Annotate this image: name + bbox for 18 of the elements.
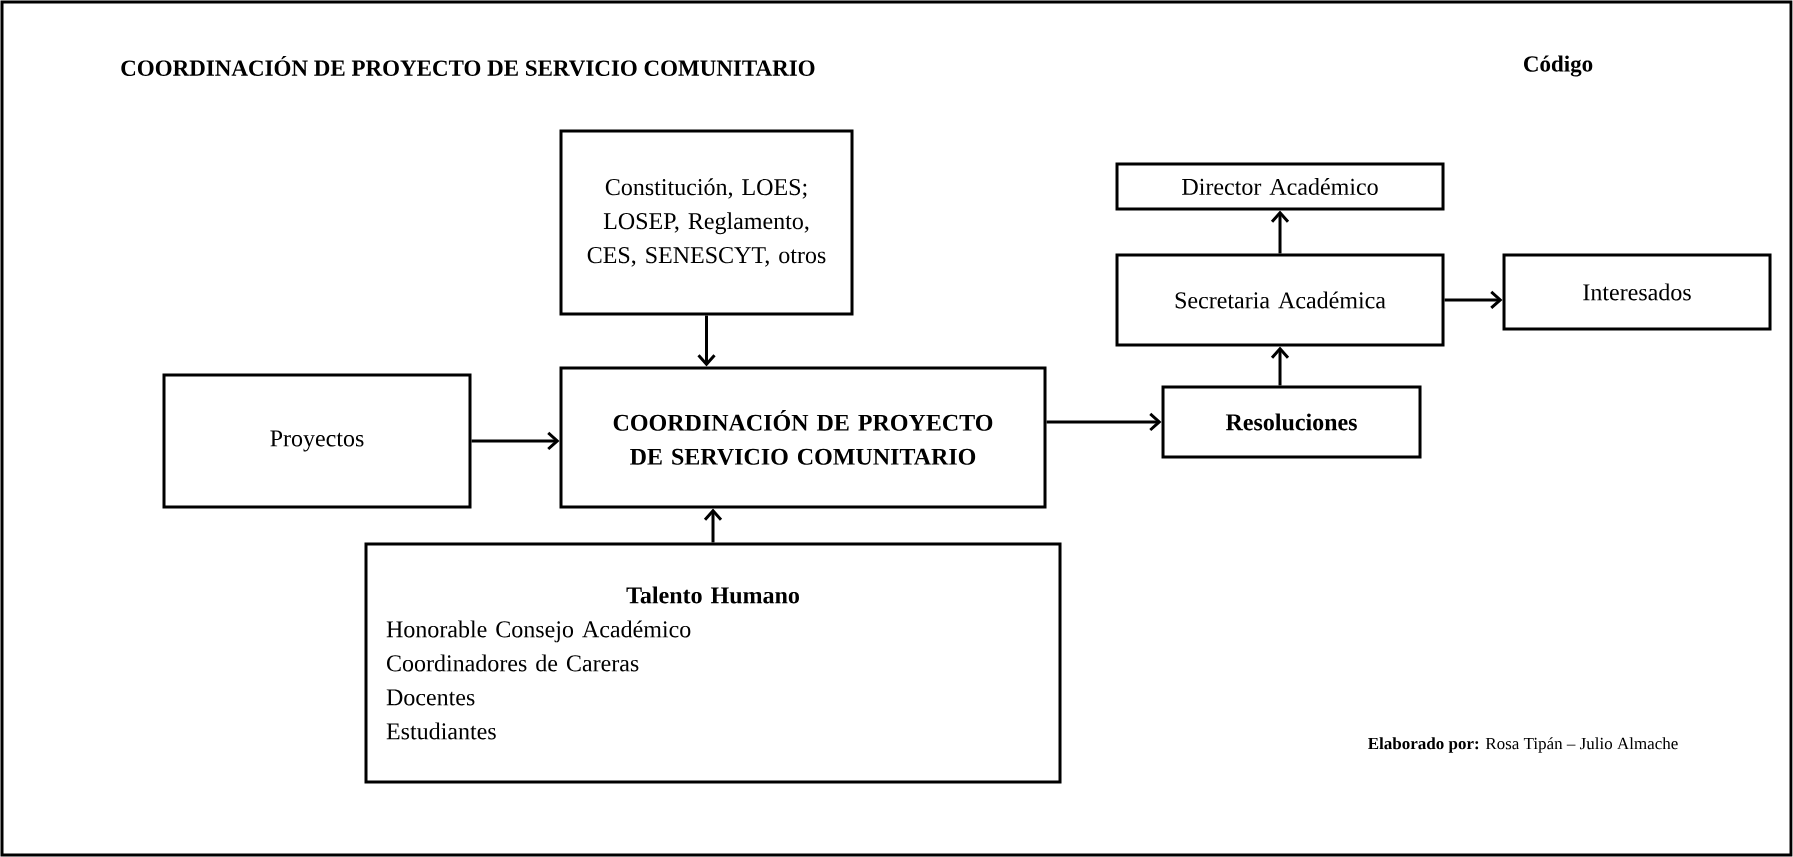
process-box: Director Académico	[1115, 162, 1445, 211]
process-box: Interesados	[1502, 253, 1772, 331]
arrow	[1270, 210, 1290, 254]
process-box: COORDINACIÓN DE PROYECTO DE SERVICIO COMUNITARIO	[559, 366, 1047, 509]
arrow	[1270, 346, 1290, 386]
arrow	[1046, 412, 1162, 432]
arrow	[471, 431, 560, 451]
arrow	[697, 315, 716, 367]
process-box: Proyectos	[162, 373, 472, 509]
arrow	[703, 508, 723, 543]
process-box: Resoluciones	[1161, 385, 1422, 459]
title: COORDINACIÓN DE PROYECTO DE SERVICIO COMUNITARIO	[121, 55, 815, 77]
process-box: Secretaria Académica	[1115, 253, 1445, 347]
process-box: Constitución, LOES; LOSEP, Reglamento, CES, SENESCYT, otros	[559, 129, 854, 316]
author-note: Elaborado por: Rosa Tipán – Julio Almache	[1368, 737, 1678, 753]
code-label: Código	[1524, 55, 1593, 77]
arrow	[1444, 290, 1503, 310]
process-box: Talento Humano Honorable Consejo Académico Coordinadores de Careras Docentes Estudiantes	[364, 542, 1062, 784]
